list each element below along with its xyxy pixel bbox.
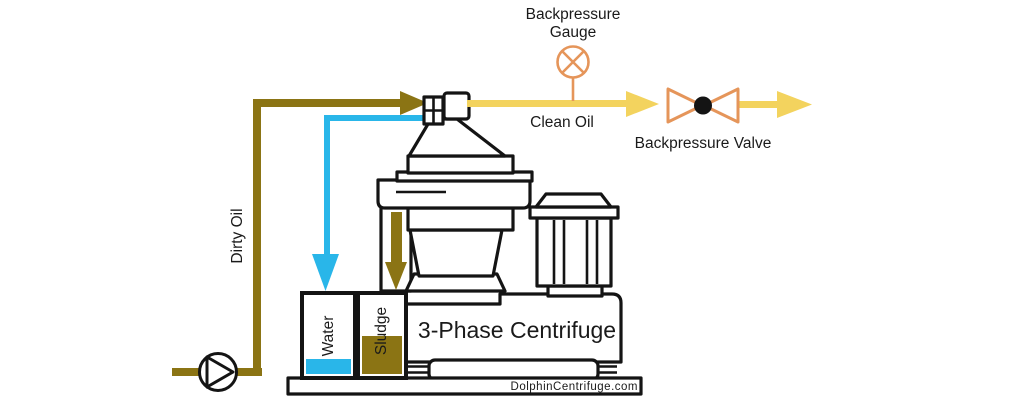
clean-oil-arrowhead-1 — [626, 91, 659, 117]
valve-right-triangle — [702, 87, 740, 124]
sludge-tank-label: Sludge — [373, 307, 390, 355]
inlet-block — [442, 91, 471, 121]
clean-oil-outlet-run — [737, 101, 779, 108]
label-clean-oil: Clean Oil — [530, 114, 594, 131]
backpressure-valve-icon — [666, 87, 740, 124]
dirty-oil-inlet-stub — [172, 368, 204, 376]
water-arrowhead — [312, 254, 339, 291]
water-tank-fill — [306, 359, 351, 374]
motor-cap — [534, 192, 613, 209]
feed-pump-icon — [198, 352, 238, 392]
centrifuge-machine — [376, 91, 623, 382]
water-tank: Water — [300, 291, 357, 380]
valve-left-triangle — [666, 87, 704, 124]
watermark: DolphinCentrifuge.com — [511, 381, 638, 393]
dirty-oil-line — [172, 91, 428, 376]
label-backpressure-gauge-line2: Gauge — [550, 24, 597, 41]
bowl-collar — [376, 178, 532, 210]
bowl-lower — [408, 228, 504, 278]
water-line — [312, 115, 428, 291]
sludge-flow-arrow — [385, 212, 407, 290]
pump-triangle — [205, 355, 235, 389]
valve-center-dot — [694, 96, 712, 115]
label-backpressure-gauge-line1: Backpressure — [526, 6, 621, 23]
water-tank-label: Water — [320, 316, 337, 357]
water-line-vertical — [324, 115, 330, 257]
clean-oil-run — [467, 100, 627, 107]
inlet-flange-lines — [424, 97, 443, 124]
clean-oil-line — [467, 91, 812, 118]
clean-oil-arrowhead-2 — [777, 91, 812, 118]
water-line-horizontal — [324, 115, 428, 121]
motor-band — [528, 205, 620, 220]
motor-body — [535, 216, 613, 288]
dirty-oil-top-run — [253, 99, 402, 107]
sludge-arrowhead — [385, 262, 407, 290]
base-plate — [286, 376, 643, 396]
label-backpressure-valve: Backpressure Valve — [635, 135, 772, 152]
sludge-tank-fill — [362, 336, 402, 374]
sludge-tank: Sludge — [356, 291, 408, 380]
label-centrifuge: 3-Phase Centrifuge — [418, 317, 616, 343]
base-feet — [407, 365, 617, 374]
dirty-oil-arrowhead — [400, 91, 428, 115]
sludge-arrow-shaft — [391, 212, 402, 264]
dirty-oil-riser — [253, 99, 261, 376]
backpressure-gauge-icon — [556, 45, 590, 101]
dirty-oil-pump-outlet — [234, 368, 262, 376]
centrifuge-frame — [403, 292, 623, 364]
bowl-mid — [406, 206, 515, 232]
label-dirty-oil: Dirty Oil — [229, 208, 246, 263]
cone-band — [406, 154, 515, 175]
gauge-x-mark — [561, 50, 585, 74]
motor-ribs — [552, 220, 599, 284]
